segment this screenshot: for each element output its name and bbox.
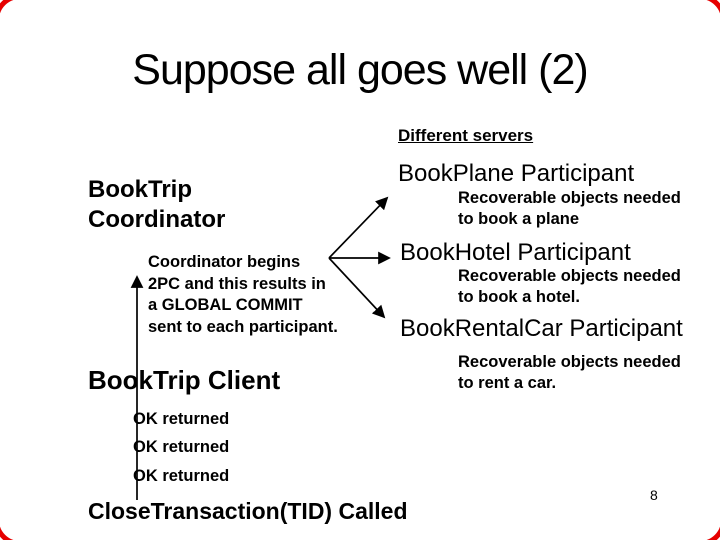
servers-heading: Different servers <box>398 126 534 145</box>
coordinator-note: Coordinator begins 2PC and this results … <box>148 253 338 336</box>
participant-name-rentalcar: BookRentalCar Participant <box>400 315 683 342</box>
participant-name-plane: BookPlane Participant <box>398 160 635 187</box>
commit-arrow-plane-icon <box>328 196 389 259</box>
ok-returned-2: OK returned <box>133 438 230 456</box>
page-number: 8 <box>650 487 658 503</box>
client-label: BookTrip Client <box>88 365 281 395</box>
ok-returned-1: OK returned <box>133 410 230 428</box>
coordinator-label: BookTrip Coordinator <box>88 176 226 233</box>
slide-title: Suppose all goes well (2) <box>132 46 588 94</box>
participant-desc-hotel: Recoverable objects needed to book a hot… <box>458 267 681 306</box>
participant-desc-plane: Recoverable objects needed to book a pla… <box>458 189 681 228</box>
participant-name-hotel: BookHotel Participant <box>400 239 631 266</box>
ok-returned-3: OK returned <box>133 467 230 485</box>
close-transaction-label: CloseTransaction(TID) Called <box>88 498 408 524</box>
participant-desc-rentalcar: Recoverable objects needed to rent a car… <box>458 353 681 392</box>
